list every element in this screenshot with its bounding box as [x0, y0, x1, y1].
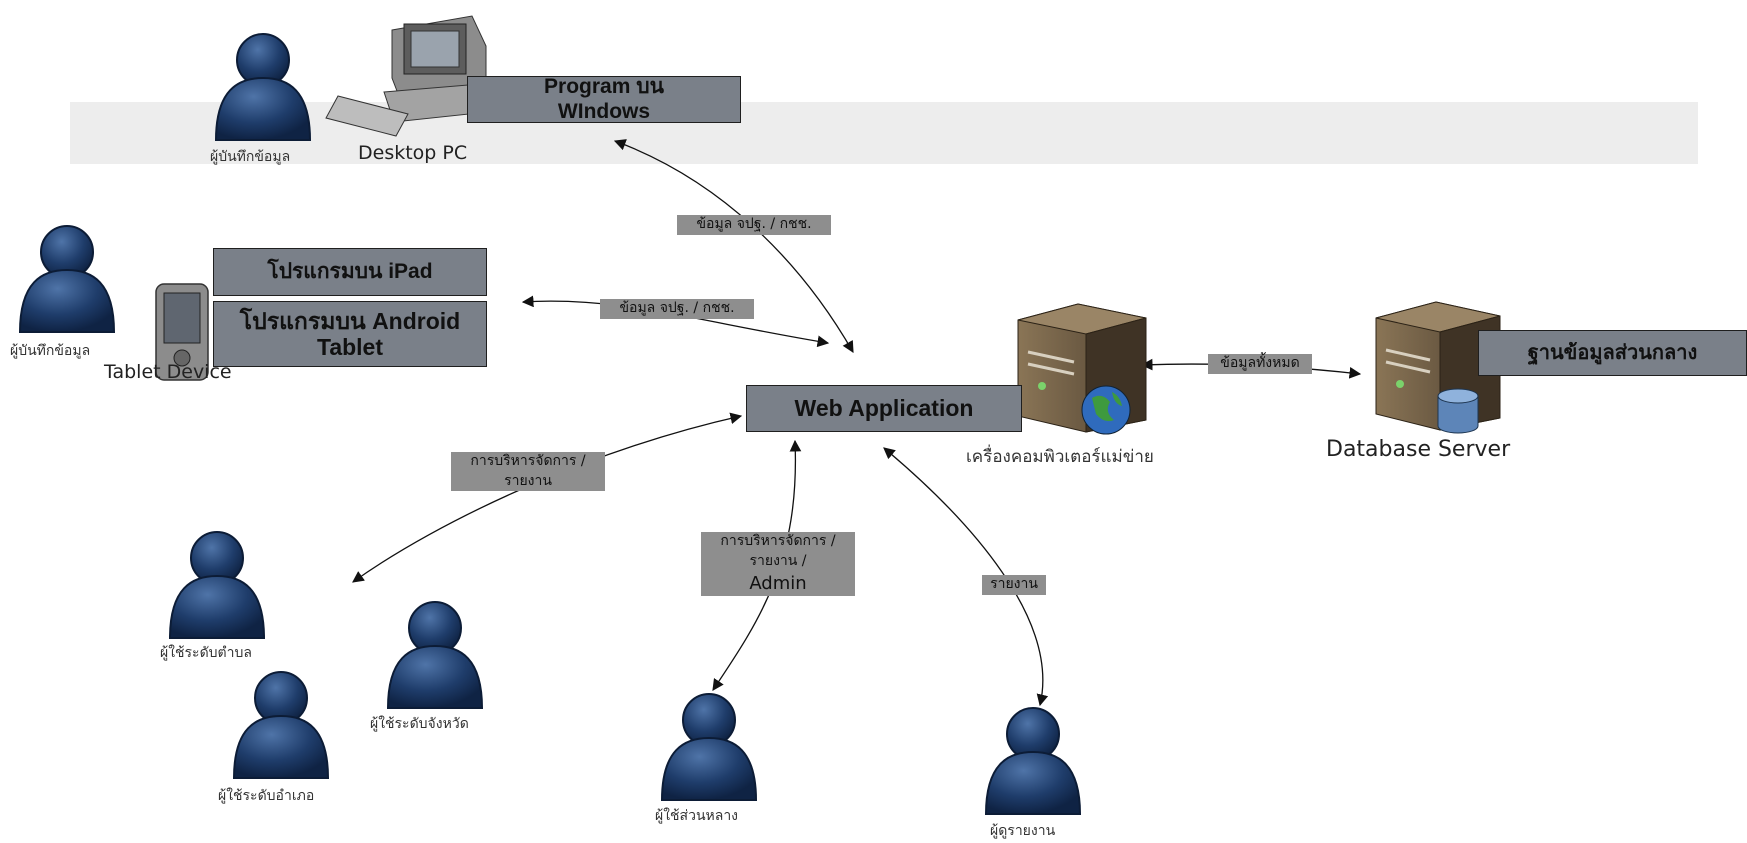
person-icon [984, 707, 1082, 815]
manage-report-admin-line3: Admin [749, 573, 807, 595]
person-icon [386, 601, 484, 709]
manage-report-line1: การบริหารจัดการ / [470, 453, 586, 469]
android-program-line1: โปรแกรมบน Android [239, 307, 461, 334]
caption-province-user: ผู้ใช้ระดับจังหวัด [370, 716, 469, 732]
edge-label-desktop-data: ข้อมูล จปฐ. / กชช. [677, 215, 831, 235]
database-icon [1437, 388, 1479, 434]
caption-report-viewer: ผู้ดูรายงาน [990, 823, 1056, 839]
edge-label-manage-report-admin: การบริหารจัดการ / รายงาน / Admin [701, 532, 855, 597]
caption-subdistrict-user: ผู้ใช้ระดับตำบล [160, 645, 252, 661]
tablet-icon [155, 283, 209, 381]
person-icon [168, 531, 266, 639]
caption-central-user: ผู้ใช้ส่วนหลาง [655, 808, 739, 824]
android-program-box: โปรแกรมบน Android Tablet [213, 301, 487, 367]
central-database-label: ฐานข้อมูลส่วนกลาง [1527, 341, 1698, 364]
edge-label-manage-report: การบริหารจัดการ / รายงาน [451, 452, 605, 492]
edge-label-all-data: ข้อมูลทั้งหมด [1208, 354, 1312, 374]
desktop-pc-icon [325, 15, 489, 137]
caption-host-server: เครื่องคอมพิวเตอร์แม่ข่าย [966, 447, 1154, 467]
caption-district-user: ผู้ใช้ระดับอำเภอ [218, 788, 315, 804]
manage-report-admin-line2: รายงาน / [749, 552, 807, 569]
caption-data-entry-user-left: ผู้บันทึกข้อมูล [10, 343, 91, 359]
web-application-label: Web Application [794, 395, 974, 422]
manage-report-admin-line1: การบริหารจัดการ / [720, 533, 836, 549]
program-windows-box: Program บน WIndows [467, 75, 741, 123]
web-application-box: Web Application [746, 385, 1022, 432]
caption-desktop-pc: Desktop PC [358, 142, 468, 164]
android-program-line2: Tablet [316, 334, 384, 360]
person-icon [214, 33, 312, 141]
edge-label-report: รายงาน [982, 575, 1046, 595]
manage-report-line2: รายงาน [504, 472, 552, 489]
person-icon [18, 225, 116, 333]
person-icon [660, 693, 758, 801]
ipad-program-box: โปรแกรมบน iPad [213, 248, 487, 296]
edge-desktop-webapp [613, 139, 854, 354]
program-windows-line2: WIndows [557, 99, 651, 123]
globe-icon [1081, 385, 1131, 435]
ipad-program-label: โปรแกรมบน iPad [267, 259, 433, 283]
caption-data-entry-user-top: ผู้บันทึกข้อมูล [210, 149, 291, 165]
edge-webapp-subdistrict [352, 412, 743, 583]
caption-database-server: Database Server [1326, 437, 1511, 462]
caption-tablet-device: Tablet Device [104, 361, 232, 383]
edge-label-tablet-data: ข้อมูล จปฐ. / กชช. [600, 299, 754, 319]
central-database-box: ฐานข้อมูลส่วนกลาง [1478, 330, 1747, 376]
edge-webapp-report [883, 447, 1049, 707]
program-windows-line1: Program บน [544, 75, 664, 99]
person-icon [232, 671, 330, 779]
